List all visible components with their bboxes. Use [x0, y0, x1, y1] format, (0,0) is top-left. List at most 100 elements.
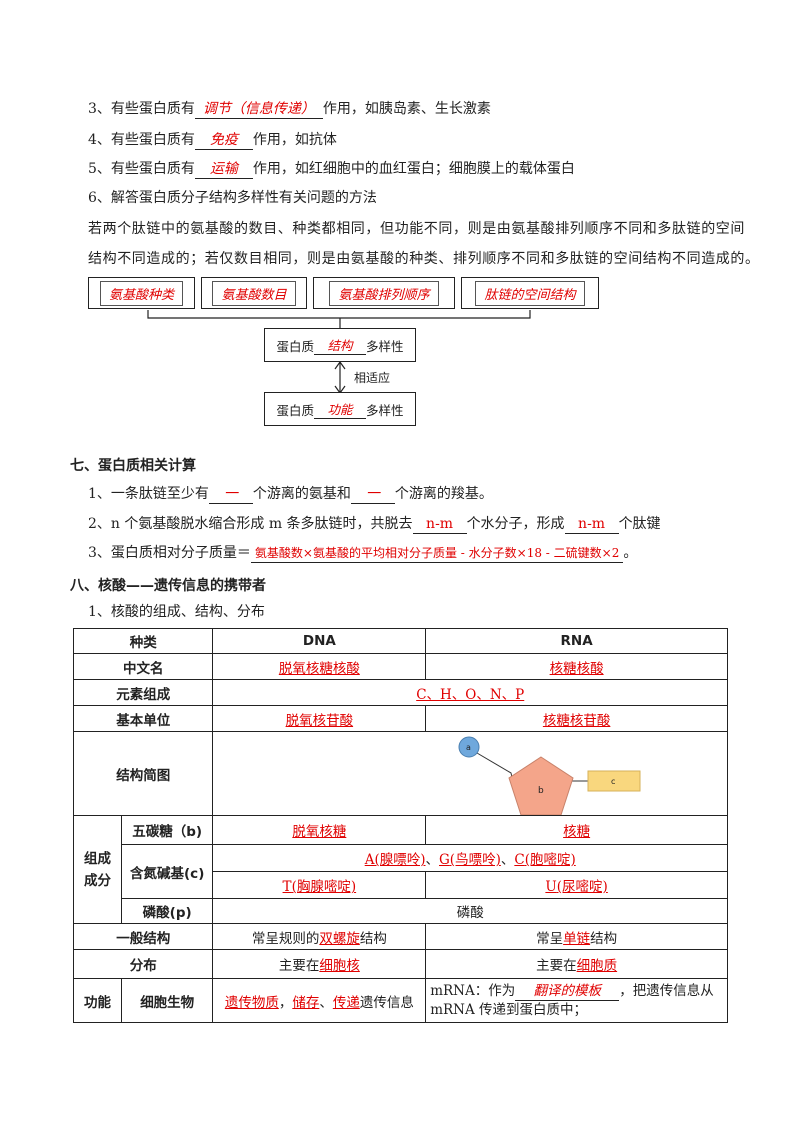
dna-func-answer-3: 传递 [332, 994, 360, 1011]
calc-1-c: 个游离的羧基。 [394, 486, 493, 502]
calc-1-answer-2: 一 [350, 485, 395, 504]
section-8-subtitle: 1、核酸的组成、结构、分布 [88, 604, 265, 620]
item-3: 3、有些蛋白质有调节（信息传递）作用，如胰岛素、生长激素 [88, 100, 491, 119]
structure-prefix: 蛋白质 [276, 338, 314, 354]
label-b: b [538, 786, 544, 796]
rna-func-line2: mRNA 传递到蛋白质中； [430, 1002, 588, 1018]
row-label-cn-name: 中文名 [72, 653, 214, 680]
nucleic-acid-table: 种类 DNA RNA 中文名 脱氧核糖核酸 核糖核酸 元素组成 C、H、O、N、… [72, 628, 728, 1023]
row-label-diagram: 结构简图 [72, 731, 214, 816]
diagram-box-1-text: 氨基酸种类 [99, 280, 183, 306]
rna-sugar: 核糖 [425, 815, 728, 845]
dna-dist-answer: 细胞核 [319, 958, 360, 974]
diagram-connectors [147, 310, 531, 395]
row-label-unit: 基本单位 [72, 705, 214, 732]
dna-unit: 脱氧核苷酸 [212, 705, 427, 732]
calc-2-a: 2、n 个氨基酸脱水缩合形成 m 条多肽链时，共脱去 [88, 516, 413, 532]
row-label-cellular: 细胞生物 [120, 978, 214, 1023]
item-3-suffix: 作用，如胰岛素、生长激素 [322, 101, 491, 117]
link-label: 相适应 [354, 371, 391, 385]
label-a: a [466, 743, 471, 752]
rna-func-post: ，把遗传信息从 [619, 983, 714, 999]
calc-2-c: 个肽键 [618, 516, 661, 532]
table-row: 基本单位 脱氧核苷酸 核糖核苷酸 [72, 705, 728, 732]
paragraph-line-1: 若两个肽链中的氨基酸的数目、种类都相同，但功能不同，则是由氨基酸排列顺序不同和多… [88, 221, 745, 237]
header-kind: 种类 [72, 628, 214, 654]
structure-suffix: 多样性 [366, 338, 404, 354]
sep: 、 [425, 852, 440, 868]
dna-func-answer-1: 遗传物质 [224, 994, 279, 1011]
base-c: C [514, 852, 525, 868]
rna-dist-answer: 细胞质 [576, 958, 618, 974]
base-t: T [282, 879, 292, 895]
nucleotide-diagram: a b c [458, 736, 641, 815]
dna-general: 常呈规则的双螺旋结构 [212, 923, 427, 950]
rna-general-pre: 常呈 [536, 930, 564, 947]
rna-distribution: 主要在细胞质 [425, 949, 728, 979]
dna-base: T(胸腺嘧啶) [212, 871, 427, 899]
function-diversity-box: 蛋白质功能多样性 [264, 392, 416, 426]
phosphate-circle [458, 736, 480, 757]
sep: ， [278, 994, 293, 1011]
rna-func-pre: mRNA：作为 [430, 983, 516, 999]
rna-unit: 核糖核苷酸 [425, 705, 728, 732]
row-label-distribution: 分布 [72, 949, 214, 979]
calc-2-answer-1: n-m [412, 515, 467, 534]
dna-distribution: 主要在细胞核 [212, 949, 427, 979]
sep: 、 [500, 852, 515, 868]
calc-3-answer: 氨基酸数×氨基酸的平均相对分子质量 - 水分子数×18 - 二硫键数×2 [250, 544, 624, 563]
calc-1-b: 个游离的氨基和 [252, 486, 351, 502]
calc-1-answer-1: 一 [208, 485, 253, 504]
dna-general-answer: 双螺旋 [319, 930, 360, 947]
diagram-box-2-text: 氨基酸数目 [212, 280, 296, 306]
row-label-function: 功能 [73, 978, 122, 1023]
function-answer: 功能 [314, 399, 366, 419]
diagram-box-3: 氨基酸排列顺序 [313, 277, 455, 309]
section-7-title: 七、蛋白质相关计算 [70, 458, 196, 474]
table-row: 磷酸(p) 磷酸 [74, 898, 728, 924]
item-5-answer: 运输 [194, 160, 253, 179]
table-row: 分布 主要在细胞核 主要在细胞质 [72, 949, 728, 979]
rna-dist-pre: 主要在 [536, 958, 577, 974]
section-8-title: 八、核酸——遗传信息的携带者 [70, 578, 266, 594]
label-c: c [611, 777, 615, 786]
rna-general-answer: 单链 [563, 930, 591, 947]
base-u: U [545, 879, 557, 895]
calc-2-answer-2: n-m [564, 515, 619, 534]
calc-line-1: 1、一条肽链至少有一个游离的氨基和一个游离的羧基。 [88, 485, 493, 504]
rna-general-post: 结构 [590, 930, 618, 947]
phosphate-bond [477, 752, 517, 795]
phosphate-value: 磷酸 [212, 898, 728, 924]
base-g: G [439, 852, 450, 868]
rna-func-answer: 翻译的模板 [515, 982, 620, 1001]
item-5-suffix: 作用，如红细胞中的血红蛋白；细胞膜上的载体蛋白 [252, 161, 575, 177]
base-g-name: (鸟嘌呤) [449, 852, 501, 868]
diagram-box-2: 氨基酸数目 [201, 277, 307, 309]
structure-answer: 结构 [314, 335, 366, 355]
base-a: A [364, 852, 375, 868]
item-4-prefix: 4、有些蛋白质有 [88, 132, 195, 148]
rna-function: mRNA：作为翻译的模板，把遗传信息从 mRNA 传递到蛋白质中； [425, 978, 728, 1023]
calc-3-c: 。 [623, 545, 638, 561]
item-4: 4、有些蛋白质有免疫作用，如抗体 [88, 131, 337, 150]
row-label-composition: 组成成分 [73, 815, 122, 924]
row-label-sugar: 五碳糖（b) [120, 815, 214, 845]
row-label-phosphate: 磷酸(p) [120, 898, 214, 924]
dna-cn-name: 脱氧核糖核酸 [212, 653, 427, 680]
item-4-answer: 免疫 [194, 131, 253, 150]
diagram-box-4: 肽链的空间结构 [461, 277, 599, 309]
sep: 、 [319, 994, 333, 1011]
rna-general: 常呈单链结构 [425, 923, 728, 950]
table-row: 中文名 脱氧核糖核酸 核糖核酸 [72, 653, 728, 680]
item-5: 5、有些蛋白质有运输作用，如红细胞中的血红蛋白；细胞膜上的载体蛋白 [88, 160, 575, 179]
calc-line-3: 3、蛋白质相对分子质量＝氨基酸数×氨基酸的平均相对分子质量 - 水分子数×18 … [88, 544, 637, 563]
dna-sugar: 脱氧核糖 [212, 815, 427, 845]
paragraph-line-2: 结构不同造成的；若仅数目相同，则是由氨基酸的种类、排列顺序不同和多肽链的空间结构… [88, 251, 760, 267]
calc-3-a: 3、蛋白质相对分子质量＝ [88, 545, 251, 561]
table-row: 一般结构 常呈规则的双螺旋结构 常呈单链结构 [72, 923, 728, 950]
rna-cn-name: 核糖核酸 [425, 653, 728, 680]
item-3-prefix: 3、有些蛋白质有 [88, 101, 195, 117]
structure-diversity-box: 蛋白质结构多样性 [264, 328, 416, 362]
dna-dist-pre: 主要在 [278, 958, 320, 974]
calc-1-a: 1、一条肽链至少有 [88, 486, 209, 502]
